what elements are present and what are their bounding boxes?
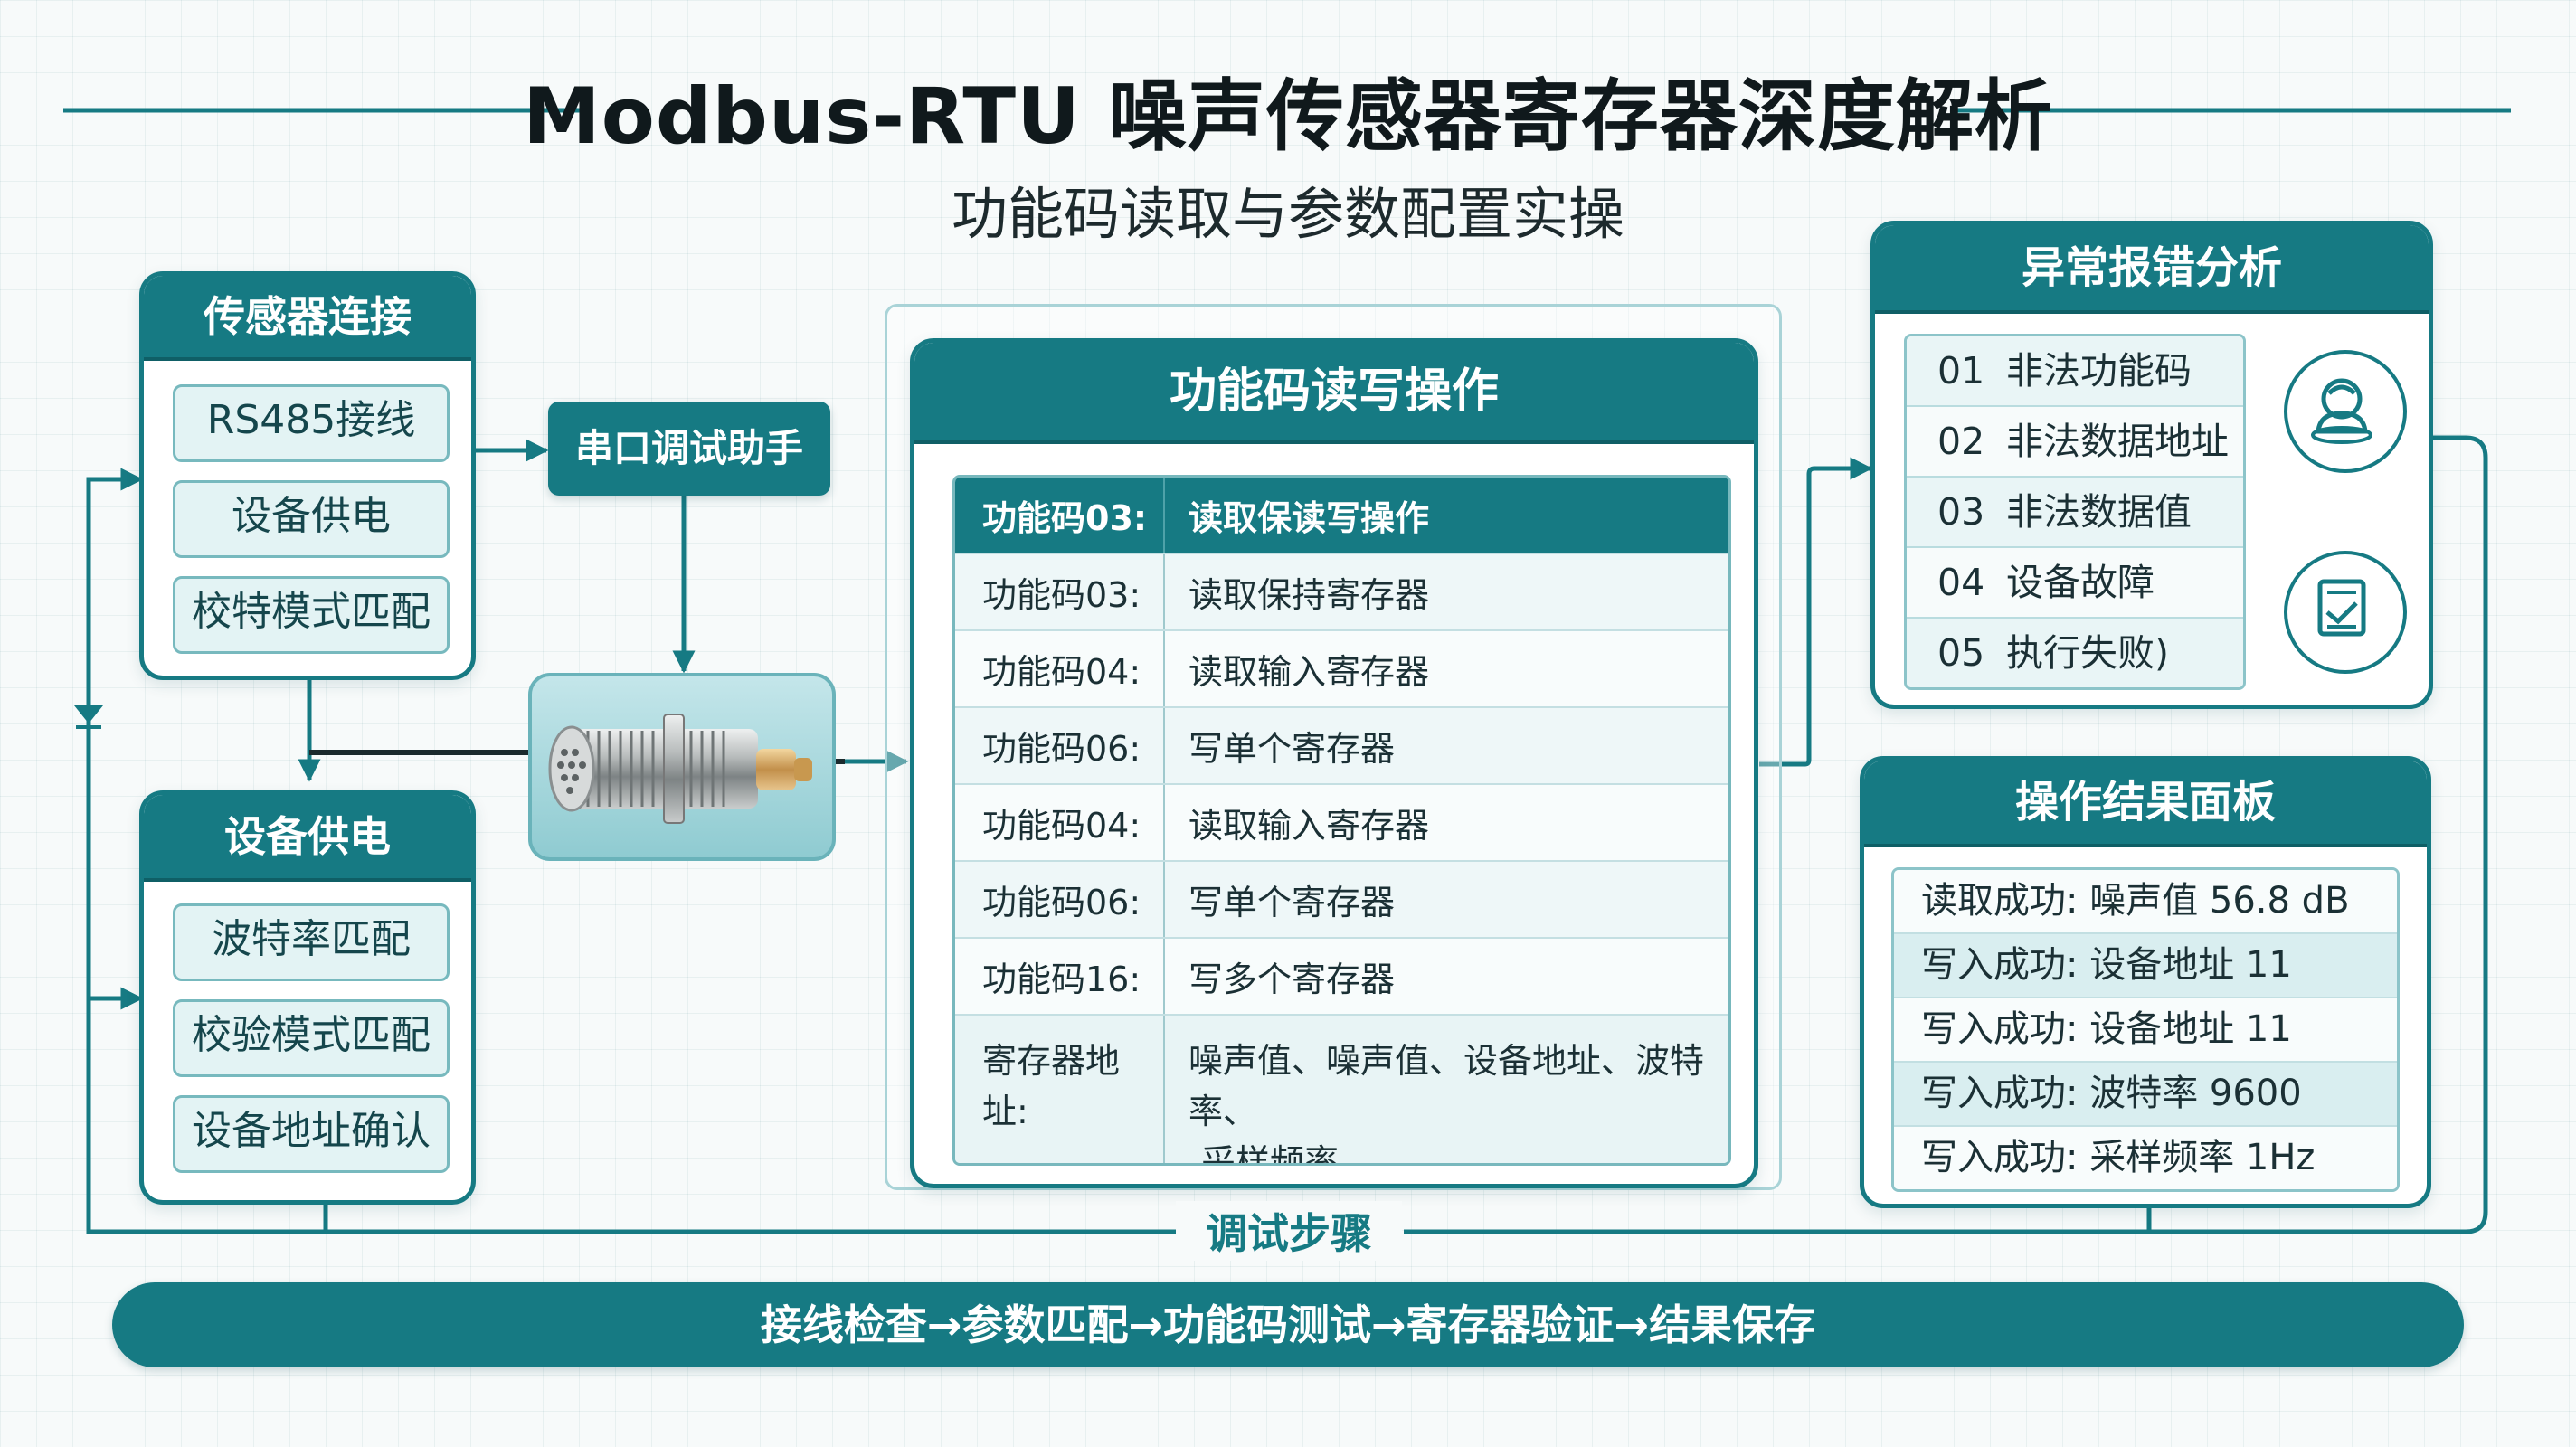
- chip-parity-mode: 校特模式匹配: [173, 576, 450, 654]
- error-analysis-title: 异常报错分析: [1875, 225, 2429, 314]
- error-code: 02: [1937, 420, 1985, 463]
- left-loop-down-marker: [74, 705, 103, 724]
- table-row: 功能码03: 读取保持寄存器: [955, 554, 1728, 631]
- table-row: 功能码16: 写多个寄存器: [955, 939, 1728, 1016]
- error-text: 非法数据地址: [2006, 420, 2229, 463]
- list-item: 01 非法功能码: [1907, 336, 2243, 407]
- error-text: 设备故障: [2006, 561, 2155, 604]
- table-header-code: 功能码03:: [955, 478, 1165, 553]
- error-code-list: 01 非法功能码 02 非法数据地址 03 非法数据值 04 设备故障 05 执行失败): [1904, 334, 2246, 690]
- error-text: 执行失败): [2006, 631, 2169, 675]
- table-cell-code: 功能码04:: [955, 785, 1165, 860]
- table-cell-code: 功能码06:: [955, 862, 1165, 937]
- noise-sensor-image: [528, 673, 836, 861]
- table-cell-code: 功能码03:: [955, 554, 1165, 629]
- noise-sensor-icon: [548, 714, 812, 824]
- table-cell-desc: 写单个寄存器: [1189, 729, 1396, 769]
- register-address-line-1: 噪声值、噪声值、设备地址、波特率、: [1189, 1041, 1705, 1131]
- table-row: 功能码04: 读取输入寄存器: [955, 631, 1728, 708]
- table-row: 功能码06: 写单个寄存器: [955, 862, 1728, 939]
- results-panel: 操作结果面板 读取成功: 噪声值 56.8 dB 写入成功: 设备地址 11 写…: [1860, 756, 2431, 1208]
- table-cell-desc: 写单个寄存器: [1189, 883, 1396, 922]
- results-title: 操作结果面板: [1864, 761, 2427, 847]
- list-item: 写入成功: 波特率 9600: [1894, 1063, 2397, 1127]
- table-row: 功能码04: 读取输入寄存器: [955, 785, 1728, 862]
- register-address-list: 噪声值、噪声值、设备地址、波特率、 采样频率: [1165, 1016, 1728, 1163]
- list-item: 04 设备故障: [1907, 548, 2243, 619]
- debug-steps-bar: 接线检查→参数匹配→功能码测试→寄存器验证→结果保存: [112, 1282, 2464, 1367]
- table-cell-desc: 写多个寄存器: [1189, 960, 1396, 999]
- table-cell-desc: 读取输入寄存器: [1189, 652, 1430, 692]
- arrow-ops-to-errors: [1759, 457, 1873, 767]
- table-cell-code: 功能码06:: [955, 708, 1165, 783]
- user-location-icon: [2284, 350, 2407, 473]
- register-address-line-2: 采样频率: [1201, 1142, 1340, 1166]
- table-row: 功能码06: 写单个寄存器: [955, 708, 1728, 785]
- page-subtitle: 功能码读取与参数配置实操: [951, 181, 1624, 247]
- function-code-table: 功能码03: 读取保读写操作 功能码03: 读取保持寄存器 功能码04: 读取输…: [952, 475, 1731, 1166]
- debug-steps-label: 调试步骤: [1176, 1201, 1402, 1261]
- list-item: 02 非法数据地址: [1907, 407, 2243, 478]
- chip-check-mode: 校验模式匹配: [173, 999, 450, 1077]
- page-title: Modbus-RTU 噪声传感器寄存器深度解析: [523, 71, 2053, 162]
- error-text: 非法功能码: [2006, 349, 2192, 392]
- sensor-connect-title: 传感器连接: [144, 276, 471, 361]
- list-item: 读取成功: 噪声值 56.8 dB: [1894, 870, 2397, 934]
- list-item: 05 执行失败): [1907, 619, 2243, 687]
- chip-device-power: 设备供电: [173, 480, 450, 558]
- right-loop-line: [1404, 435, 2488, 1234]
- table-header-row: 功能码03: 读取保读写操作: [955, 478, 1728, 554]
- error-code: 04: [1937, 561, 1985, 604]
- function-ops-title: 功能码读写操作: [914, 343, 1754, 444]
- table-cell-code: 功能码16:: [955, 939, 1165, 1014]
- device-power-panel: 设备供电 波特率匹配 校验模式匹配 设备地址确认: [139, 790, 476, 1205]
- error-text: 非法数据值: [2006, 490, 2192, 534]
- chip-device-address: 设备地址确认: [173, 1095, 450, 1173]
- list-item: 03 非法数据值: [1907, 478, 2243, 548]
- table-cell-desc: 读取保持寄存器: [1189, 575, 1430, 615]
- sensor-connect-panel: 传感器连接 RS485接线 设备供电 校特模式匹配: [139, 271, 476, 680]
- error-code: 03: [1937, 490, 1985, 534]
- register-address-row: 寄存器地址: 噪声值、噪声值、设备地址、波特率、 采样频率: [955, 1016, 1728, 1163]
- function-ops-panel: 功能码读写操作 功能码03: 读取保读写操作 功能码03: 读取保持寄存器 功能…: [910, 338, 1758, 1188]
- chip-rs485-wiring: RS485接线: [173, 384, 450, 462]
- results-list: 读取成功: 噪声值 56.8 dB 写入成功: 设备地址 11 写入成功: 设备…: [1891, 867, 2400, 1192]
- list-item: 写入成功: 设备地址 11: [1894, 998, 2397, 1063]
- serial-debug-tool: 串口调试助手: [548, 402, 830, 496]
- checklist-icon: [2284, 551, 2407, 674]
- table-header-desc: 读取保读写操作: [1189, 498, 1430, 538]
- error-code: 05: [1937, 631, 1985, 675]
- error-analysis-panel: 异常报错分析 01 非法功能码 02 非法数据地址 03 非法数据值 04 设备故障 0…: [1870, 221, 2433, 709]
- table-cell-desc: 读取输入寄存器: [1189, 806, 1430, 846]
- list-item: 写入成功: 采样频率 1Hz: [1894, 1127, 2397, 1189]
- list-item: 写入成功: 设备地址 11: [1894, 934, 2397, 998]
- chip-baud-match: 波特率匹配: [173, 903, 450, 981]
- register-address-label: 寄存器地址:: [955, 1016, 1165, 1163]
- table-cell-code: 功能码04:: [955, 631, 1165, 706]
- device-power-title: 设备供电: [144, 795, 471, 882]
- error-code: 01: [1937, 349, 1985, 392]
